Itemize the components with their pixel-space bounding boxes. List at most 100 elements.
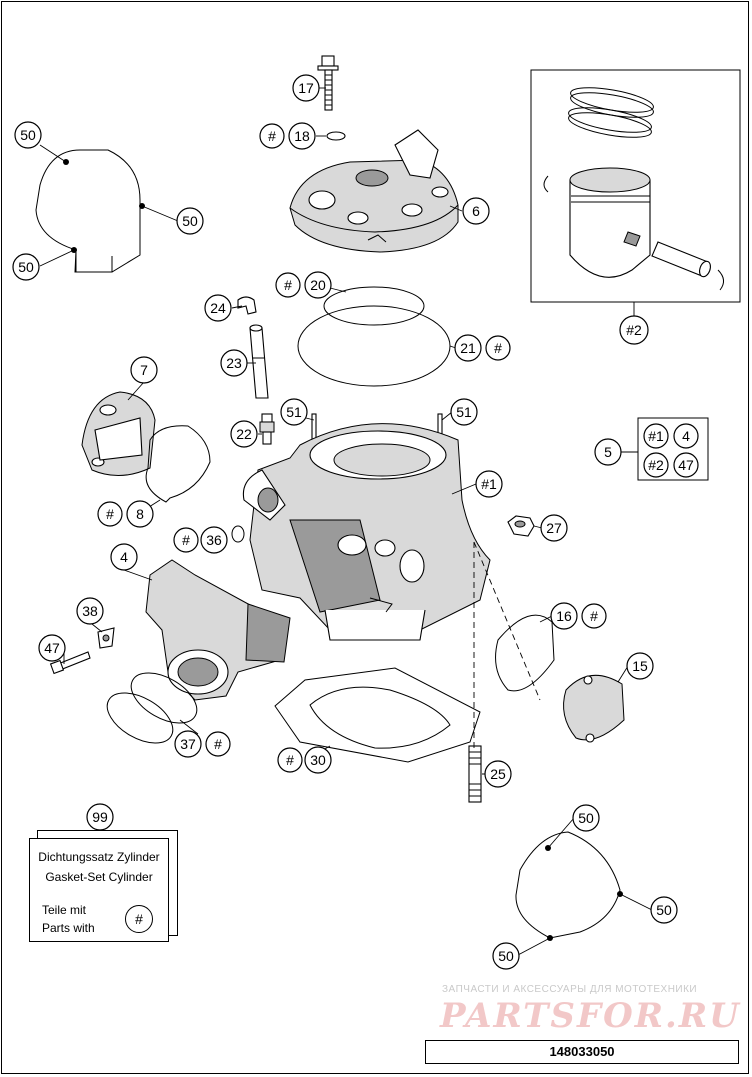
callout-23: 23 xyxy=(220,349,248,377)
kit-teile-label: Teile mit xyxy=(42,903,87,917)
callout-1: #1 xyxy=(475,470,503,498)
svg-text:#2: #2 xyxy=(626,322,642,338)
kit-callout-1: #1 xyxy=(643,423,669,449)
svg-text:50: 50 xyxy=(656,902,672,918)
callout-30-hash: # xyxy=(277,747,303,773)
callout-16-hash: # xyxy=(581,603,607,629)
gasket-outline-top xyxy=(35,149,141,273)
callout-50-d: 50 xyxy=(572,804,600,832)
svg-text:#2: #2 xyxy=(648,457,664,473)
gasket-set-box: Dichtungssatz Zylinder Gasket-Set Cylind… xyxy=(29,838,169,942)
callout-50-c: 50 xyxy=(12,253,40,281)
svg-text:25: 25 xyxy=(490,766,506,782)
svg-text:50: 50 xyxy=(578,810,594,826)
flange-nut xyxy=(507,515,535,537)
svg-text:22: 22 xyxy=(236,426,252,442)
svg-text:23: 23 xyxy=(226,355,242,371)
svg-text:#1: #1 xyxy=(648,428,664,444)
o-ring-small xyxy=(323,286,425,326)
kit-title-en: Gasket-Set Cylinder xyxy=(45,870,153,884)
callout-51-a: 51 xyxy=(280,398,308,426)
svg-text:27: 27 xyxy=(546,520,562,536)
intake-o-ring xyxy=(130,672,198,724)
kit-box-side xyxy=(169,830,178,936)
callout-20-hash: # xyxy=(275,272,301,298)
svg-text:30: 30 xyxy=(310,752,326,768)
kit-parts-label: Parts with xyxy=(42,921,95,935)
intake-flange xyxy=(145,559,291,701)
svg-text:38: 38 xyxy=(82,603,98,619)
kit-callout-2: #2 xyxy=(643,452,669,478)
callout-2: #2 xyxy=(619,315,649,345)
callout-99: 99 xyxy=(86,803,114,831)
svg-text:#: # xyxy=(106,506,114,522)
callout-25: 25 xyxy=(484,760,512,788)
kit-hash-symbol: # xyxy=(125,905,153,933)
svg-text:20: 20 xyxy=(310,277,326,293)
callout-24: 24 xyxy=(204,294,232,322)
callout-50-b: 50 xyxy=(176,207,204,235)
callout-50-a: 50 xyxy=(14,121,42,149)
svg-text:#: # xyxy=(590,608,598,624)
piston xyxy=(569,167,651,278)
callout-16: 16 xyxy=(550,602,578,630)
callout-27: 27 xyxy=(540,514,568,542)
svg-text:18: 18 xyxy=(294,128,310,144)
intake-o-ring xyxy=(106,692,174,744)
callout-18: 18 xyxy=(288,122,316,150)
cylinder-stud xyxy=(468,745,482,803)
svg-text:51: 51 xyxy=(456,404,472,420)
callout-22: 22 xyxy=(230,420,258,448)
elbow-fitting xyxy=(237,296,257,315)
svg-text:6: 6 xyxy=(472,203,480,219)
pin-clip xyxy=(717,269,724,291)
reed-valve-cover xyxy=(81,391,156,476)
svg-text:51: 51 xyxy=(286,404,302,420)
piston-rings xyxy=(568,87,654,138)
svg-text:47: 47 xyxy=(44,640,60,656)
callout-17: 17 xyxy=(292,74,320,102)
piston-kit-box xyxy=(530,69,741,303)
callout-4: 4 xyxy=(110,543,138,571)
head-bolt xyxy=(317,55,339,111)
exhaust-cover-gasket xyxy=(495,614,555,692)
svg-text:47: 47 xyxy=(678,457,694,473)
svg-text:24: 24 xyxy=(210,300,226,316)
screw xyxy=(49,651,91,675)
breather-hose xyxy=(249,324,269,399)
svg-text:37: 37 xyxy=(180,736,196,752)
callout-20: 20 xyxy=(304,271,332,299)
callout-7: 7 xyxy=(130,356,158,384)
svg-text:99: 99 xyxy=(92,809,108,825)
kit-box-top xyxy=(37,830,177,838)
callout-37: 37 xyxy=(174,730,202,758)
small-o-ring xyxy=(231,525,245,543)
retaining-clip xyxy=(97,627,115,649)
svg-text:#: # xyxy=(494,340,502,356)
callout-36-hash: # xyxy=(173,527,199,553)
svg-text:50: 50 xyxy=(182,213,198,229)
kit-title-de: Dichtungssatz Zylinder xyxy=(38,850,160,864)
svg-text:16: 16 xyxy=(556,608,572,624)
reed-cover-gasket xyxy=(145,425,211,503)
callout-5: 5 xyxy=(594,438,622,466)
callout-50-f: 50 xyxy=(492,942,520,970)
kit-parts-note: Teile mit Parts with xyxy=(42,901,95,937)
svg-text:5: 5 xyxy=(604,444,612,460)
callout-15: 15 xyxy=(626,652,654,680)
svg-text:#1: #1 xyxy=(481,476,497,492)
svg-text:15: 15 xyxy=(632,658,648,674)
svg-text:7: 7 xyxy=(140,362,148,378)
watermark-logo: PARTSFOR.RU xyxy=(440,996,741,1036)
leader-dots xyxy=(63,159,623,941)
callout-30: 30 xyxy=(304,746,332,774)
cylinder-head xyxy=(289,129,459,253)
callout-36: 36 xyxy=(200,526,228,554)
callout-47: 47 xyxy=(38,634,66,662)
exhaust-control-cover xyxy=(563,674,625,743)
svg-text:4: 4 xyxy=(120,549,128,565)
callout-51-b: 51 xyxy=(450,398,478,426)
callout-18-hash: # xyxy=(259,123,285,149)
